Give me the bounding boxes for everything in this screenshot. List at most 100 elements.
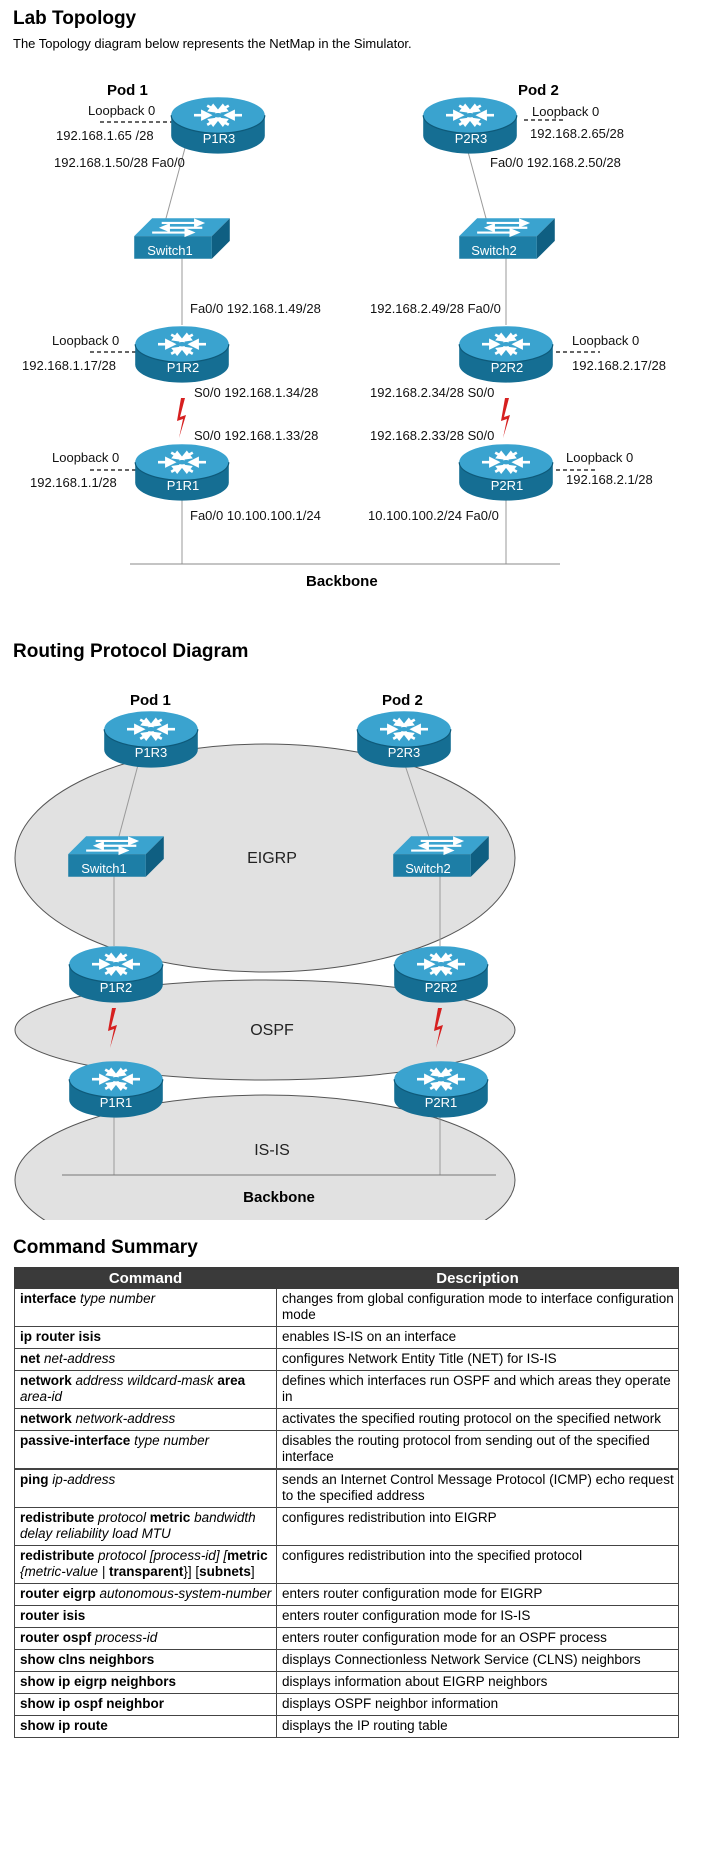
table-row: redistribute protocol [process-id] [metr… — [14, 1545, 679, 1584]
table-row: router ospf process-id enters router con… — [14, 1627, 679, 1650]
p1r2-fa-label: Fa0/0 192.168.1.49/28 — [190, 301, 321, 316]
rpd-switch1-label: Switch1 — [81, 861, 127, 876]
table-row: network address wildcard-mask area area-… — [14, 1370, 679, 1409]
ospf-label: OSPF — [250, 1022, 294, 1039]
eigrp-oval — [14, 743, 516, 973]
command-cell: router isis — [14, 1605, 277, 1628]
command-summary-table: Command Description interface type numbe… — [14, 1267, 679, 1738]
command-column-header: Command — [14, 1267, 277, 1289]
command-summary-title: Command Summary — [13, 1237, 198, 1258]
description-cell: configures redistribution into the speci… — [276, 1545, 679, 1584]
command-cell: network network-address — [14, 1408, 277, 1431]
description-column-header: Description — [276, 1267, 679, 1289]
router-p2r2-label: P2R2 — [491, 360, 524, 375]
p2r2-s0-label: 192.168.2.34/28 S0/0 — [370, 385, 494, 400]
table-row: ip router isis enables IS-IS on an inter… — [14, 1326, 679, 1349]
lab-topology-title: Lab Topology — [13, 8, 137, 29]
lab-topology-diagram: P1R3 P2R3 P1R2 P2R2 P1R1 P2R1 Switch1 Sw… — [22, 82, 666, 590]
p2r2-loopback-ip: 192.168.2.17/28 — [572, 358, 666, 373]
eigrp-label: EIGRP — [247, 850, 297, 867]
description-cell: sends an Internet Control Message Protoc… — [276, 1468, 679, 1508]
p1r1-s0-label: S0/0 192.168.1.33/28 — [194, 428, 318, 443]
p2r1-fa-label: 10.100.100.2/24 Fa0/0 — [368, 508, 499, 523]
command-cell: network address wildcard-mask area area-… — [14, 1370, 277, 1409]
p1r3-loopback-ip: 192.168.1.65 /28 — [56, 128, 154, 143]
command-cell: show clns neighbors — [14, 1649, 277, 1672]
command-cell: redistribute protocol metric bandwidth d… — [14, 1507, 277, 1546]
rpd-router-p2r3-label: P2R3 — [388, 745, 421, 760]
p2r2-fa-label: 192.168.2.49/28 Fa0/0 — [370, 301, 501, 316]
rpd-router-p1r3-label: P1R3 — [135, 745, 168, 760]
table-row: show ip eigrp neighbors displays informa… — [14, 1671, 679, 1694]
description-cell: defines which interfaces run OSPF and wh… — [276, 1370, 679, 1409]
p2r3-loopback-ip: 192.168.2.65/28 — [530, 126, 624, 141]
p1r1-fa-label: Fa0/0 10.100.100.1/24 — [190, 508, 321, 523]
p2r2-loopback-label: Loopback 0 — [572, 333, 639, 348]
table-row: show ip ospf neighbor displays OSPF neig… — [14, 1693, 679, 1716]
serial-link-pod2 — [501, 398, 510, 438]
command-cell: redistribute protocol [process-id] [metr… — [14, 1545, 277, 1584]
rpd-router-p1r2-label: P1R2 — [100, 980, 133, 995]
description-cell: configures Network Entity Title (NET) fo… — [276, 1348, 679, 1371]
backbone-label: Backbone — [306, 573, 378, 590]
p2r3-fa-label: Fa0/0 192.168.2.50/28 — [490, 155, 621, 170]
table-row: network network-address activates the sp… — [14, 1408, 679, 1431]
description-cell: displays OSPF neighbor information — [276, 1693, 679, 1716]
p2r1-loopback-label: Loopback 0 — [566, 450, 633, 465]
p1r2-loopback-label: Loopback 0 — [52, 333, 119, 348]
rpd-router-p2r1-label: P2R1 — [425, 1095, 458, 1110]
routing-protocol-title: Routing Protocol Diagram — [13, 641, 249, 662]
table-row: ping ip-address sends an Internet Contro… — [14, 1468, 679, 1508]
link-p2r3-switch2 — [466, 147, 488, 223]
description-cell: enters router configuration mode for IS-… — [276, 1605, 679, 1628]
router-p2r3-label: P2R3 — [455, 131, 488, 146]
p1r3-fa-label: 192.168.1.50/28 Fa0/0 — [54, 155, 185, 170]
rpd-router-p2r2-label: P2R2 — [425, 980, 458, 995]
rpd-backbone-label: Backbone — [243, 1189, 315, 1206]
router-p2r1-label: P2R1 — [491, 478, 524, 493]
p1r3-loopback-label: Loopback 0 — [88, 103, 155, 118]
command-cell: net net-address — [14, 1348, 277, 1371]
rpd-pod2-label: Pod 2 — [382, 692, 423, 709]
p2r3-loopback-label: Loopback 0 — [532, 104, 599, 119]
pod2-label: Pod 2 — [518, 82, 559, 99]
p2r1-s0-label: 192.168.2.33/28 S0/0 — [370, 428, 494, 443]
rpd-switch2-label: Switch2 — [405, 861, 451, 876]
table-row: router eigrp autonomous-system-number en… — [14, 1583, 679, 1606]
p2r1-loopback-ip: 192.168.2.1/28 — [566, 472, 653, 487]
lab-topology-subtitle: The Topology diagram below represents th… — [13, 36, 412, 51]
description-cell: changes from global configuration mode t… — [276, 1288, 679, 1327]
rpd-router-p1r1-label: P1R1 — [100, 1095, 133, 1110]
router-p1r3-label: P1R3 — [203, 131, 236, 146]
table-row: router isis enters router configuration … — [14, 1605, 679, 1628]
command-cell: interface type number — [14, 1288, 277, 1327]
serial-link-pod1 — [177, 398, 186, 438]
table-row: show ip route displays the IP routing ta… — [14, 1715, 679, 1738]
description-cell: displays information about EIGRP neighbo… — [276, 1671, 679, 1694]
isis-label: IS-IS — [254, 1142, 290, 1159]
description-cell: enables IS-IS on an interface — [276, 1326, 679, 1349]
table-row: passive-interface type number disables t… — [14, 1430, 679, 1470]
command-cell: show ip ospf neighbor — [14, 1693, 277, 1716]
router-p1r1-label: P1R1 — [167, 478, 200, 493]
command-cell: ip router isis — [14, 1326, 277, 1349]
description-cell: disables the routing protocol from sendi… — [276, 1430, 679, 1470]
description-cell: enters router configuration mode for an … — [276, 1627, 679, 1650]
p1r2-loopback-ip: 192.168.1.17/28 — [22, 358, 116, 373]
description-cell: displays the IP routing table — [276, 1715, 679, 1738]
description-cell: displays Connectionless Network Service … — [276, 1649, 679, 1672]
isis-oval — [14, 1094, 516, 1220]
command-cell: show ip eigrp neighbors — [14, 1671, 277, 1694]
table-row: net net-address configures Network Entit… — [14, 1348, 679, 1371]
command-cell: show ip route — [14, 1715, 277, 1738]
table-row: show clns neighbors displays Connectionl… — [14, 1649, 679, 1672]
description-cell: enters router configuration mode for EIG… — [276, 1583, 679, 1606]
command-cell: router ospf process-id — [14, 1627, 277, 1650]
p1r1-loopback-ip: 192.168.1.1/28 — [30, 475, 117, 490]
routing-protocol-diagram: P1R3 P2R3 P1R2 P2R2 P1R1 P2R1 Switch1 Sw… — [14, 692, 516, 1220]
command-cell: ping ip-address — [14, 1468, 277, 1508]
pod1-label: Pod 1 — [107, 82, 148, 99]
switch2-label: Switch2 — [471, 243, 517, 258]
rpd-pod1-label: Pod 1 — [130, 692, 171, 709]
command-cell: passive-interface type number — [14, 1430, 277, 1470]
